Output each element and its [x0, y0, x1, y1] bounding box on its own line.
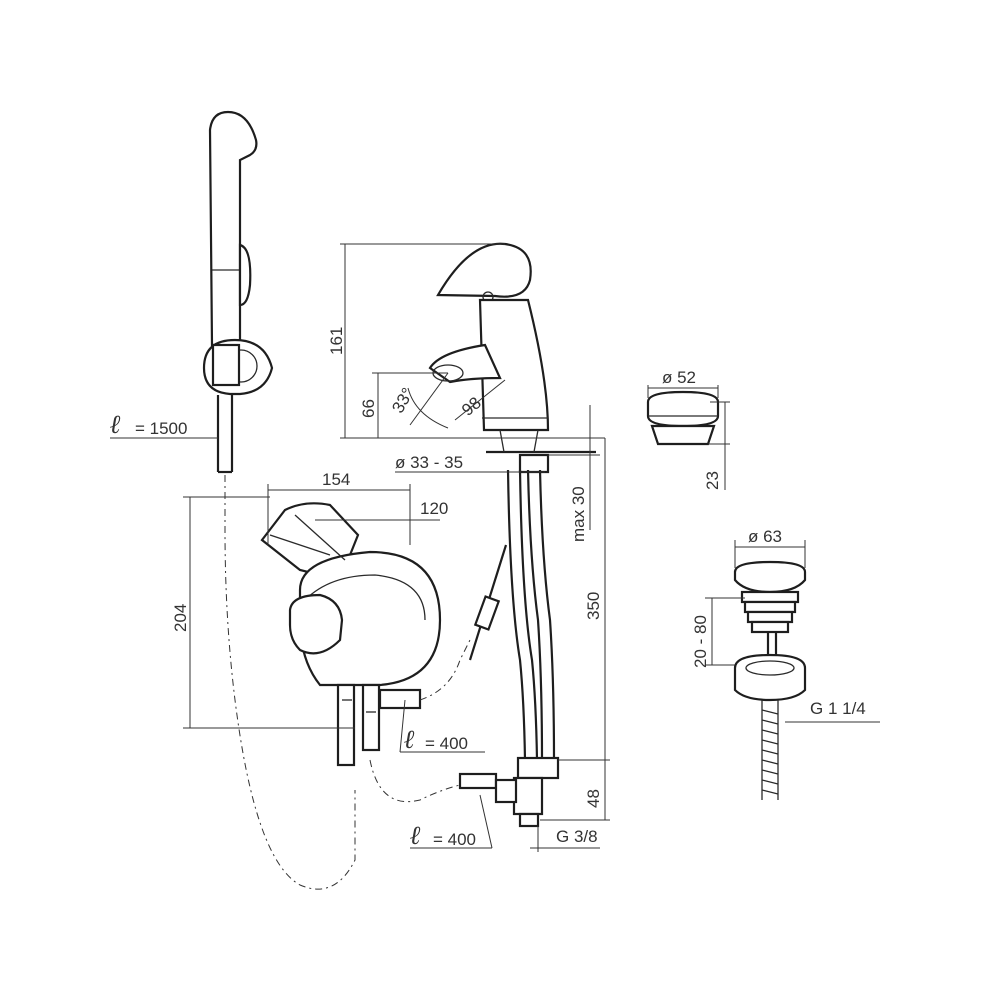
width-120-label: 120 — [420, 499, 449, 518]
thread-g38-label: G 3/8 — [556, 827, 598, 846]
popup-cap — [646, 390, 720, 446]
hose-length-label: = 1500 — [135, 419, 188, 438]
faucet — [428, 242, 596, 828]
max-30-label: max 30 — [569, 486, 588, 542]
pipe-length-2-label: = 400 — [433, 830, 477, 849]
hose-length-symbol: ℓ — [110, 410, 122, 439]
pipe-path-1 — [419, 639, 471, 701]
height-204-label: 204 — [171, 603, 190, 632]
range-20-80-label: 20 - 80 — [691, 615, 710, 668]
height-23-label: 23 — [703, 471, 722, 490]
pipe-length-1-symbol: ℓ — [404, 725, 416, 754]
hose-path — [224, 475, 356, 890]
drain — [733, 560, 807, 800]
height-48-label: 48 — [584, 789, 603, 808]
diverter-valve — [260, 502, 442, 767]
dimension-lines — [110, 243, 880, 852]
width-154-label: 154 — [322, 470, 351, 489]
diameter-63-label: ø 63 — [748, 527, 783, 546]
thread-g114-label: G 1 1/4 — [810, 699, 866, 718]
pipe-length-2-symbol: ℓ — [410, 821, 422, 850]
hole-diameter-label: ø 33 - 35 — [395, 453, 464, 472]
height-350-label: 350 — [584, 591, 603, 620]
pipe-path-2 — [369, 759, 461, 803]
height-66-label: 66 — [359, 399, 378, 418]
diameter-52-label: ø 52 — [662, 368, 697, 387]
height-161-label: 161 — [327, 326, 346, 355]
hand-shower — [202, 110, 274, 474]
pipe-length-1-label: = 400 — [425, 734, 469, 753]
